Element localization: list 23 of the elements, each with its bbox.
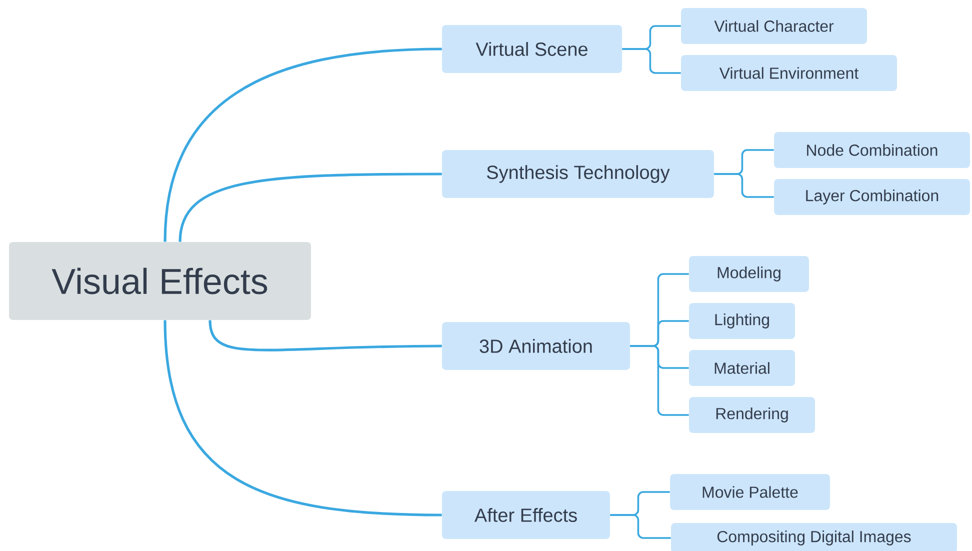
topic-box: Virtual Scene <box>442 25 622 73</box>
branch-line <box>164 48 442 242</box>
topic-box: 3D Animation <box>442 322 630 370</box>
connector-line <box>630 345 689 416</box>
topic-box: Synthesis Technology <box>442 150 714 198</box>
subtopic-box: Virtual Character <box>681 8 867 44</box>
branch-line <box>178 172 442 242</box>
subtopic-box: Compositing Digital Images <box>671 523 957 551</box>
subtopic-box: Rendering <box>689 397 815 433</box>
subtopic-box: Lighting <box>689 303 795 339</box>
subtopic-box: Node Combination <box>774 132 970 168</box>
subtopic-box: Material <box>689 350 795 386</box>
subtopic-box: Layer Combination <box>774 179 970 215</box>
subtopic-box: Virtual Environment <box>681 55 897 91</box>
subtopic-box: Movie Palette <box>670 474 830 510</box>
branch-line <box>164 320 442 516</box>
connector-line <box>714 173 774 198</box>
topic-box: After Effects <box>442 491 610 539</box>
connector-line <box>622 48 681 74</box>
subtopic-box: Modeling <box>689 256 809 292</box>
connector-line <box>610 514 671 539</box>
root-box: Visual Effects <box>9 242 311 320</box>
branch-line <box>208 320 442 352</box>
